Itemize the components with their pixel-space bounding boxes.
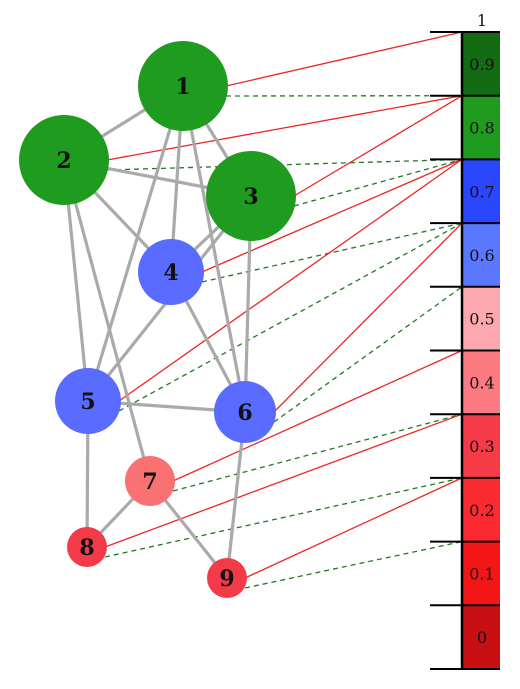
node-label-9: 9 bbox=[219, 566, 234, 592]
scale-tick-label: 0.6 bbox=[469, 246, 494, 265]
link-solid-node-2 bbox=[106, 95, 463, 161]
color-scale-bar: 0 0.1 0.2 0.3 0.4 0.5 0.6 0.7 0.8 0.9 1 bbox=[430, 11, 500, 670]
node-1 bbox=[138, 41, 228, 131]
link-solid-node-3 bbox=[293, 95, 463, 197]
scale-segment-0.7 bbox=[462, 159, 500, 224]
scale-tick-label: 1 bbox=[477, 11, 487, 30]
node-6 bbox=[214, 381, 276, 443]
link-dashed-node-8 bbox=[104, 477, 463, 558]
scale-tick-label: 0.5 bbox=[469, 310, 494, 329]
link-solid-node-7 bbox=[172, 349, 463, 482]
scale-segment-0.9 bbox=[462, 32, 500, 96]
node-label-8: 8 bbox=[79, 535, 94, 561]
scale-tick-label: 0.9 bbox=[469, 55, 494, 74]
scale-tick-label: 0.3 bbox=[469, 437, 494, 456]
link-dashed-node-3 bbox=[293, 158, 463, 207]
node-9 bbox=[207, 558, 247, 598]
link-solid-node-6 bbox=[273, 222, 463, 413]
node-label-4: 4 bbox=[163, 260, 178, 286]
scale-segment-0 bbox=[462, 605, 500, 669]
link-solid-node-8 bbox=[104, 413, 463, 548]
node-3 bbox=[206, 151, 296, 241]
scale-tick-label: 0.2 bbox=[469, 501, 494, 520]
link-dashed-node-6 bbox=[273, 286, 463, 423]
scale-tick-label: 0.8 bbox=[469, 119, 494, 138]
link-dashed-node-5 bbox=[118, 222, 463, 412]
scale-tick-label: 0.1 bbox=[469, 564, 494, 583]
edge-1-6 bbox=[181, 85, 247, 413]
node-label-2: 2 bbox=[56, 148, 71, 174]
scale-segment-0.4 bbox=[462, 350, 500, 415]
node-4 bbox=[138, 239, 204, 305]
node-label-1: 1 bbox=[175, 74, 190, 100]
link-dashed-node-9 bbox=[244, 540, 463, 589]
link-solid-node-5 bbox=[118, 158, 463, 402]
scale-tick-label: 0.7 bbox=[469, 182, 494, 201]
link-solid-node-1 bbox=[225, 31, 463, 87]
scale-tick-label: 0.4 bbox=[469, 373, 494, 392]
link-solid-node-9 bbox=[244, 477, 463, 579]
scale-segment-0.2 bbox=[462, 477, 500, 542]
scale-tick-label: 0 bbox=[477, 628, 487, 647]
scale-segment-0.6 bbox=[462, 223, 500, 287]
link-dashed-node-7 bbox=[172, 413, 463, 492]
node-2 bbox=[19, 115, 109, 205]
node-label-7: 7 bbox=[142, 469, 157, 495]
link-solid-node-4 bbox=[201, 158, 463, 273]
edge-1-5 bbox=[86, 85, 185, 402]
node-7 bbox=[125, 456, 175, 506]
graph-nodes: 1 2 3 4 5 6 7 8 9 bbox=[19, 41, 296, 598]
scale-segment-0.8 bbox=[462, 95, 500, 160]
scale-segment-0.3 bbox=[462, 414, 500, 478]
edge-2-7 bbox=[62, 159, 152, 482]
node-5 bbox=[55, 368, 121, 434]
node-label-5: 5 bbox=[80, 389, 95, 415]
node-to-scale-links bbox=[104, 31, 463, 589]
scale-segment-0.1 bbox=[462, 541, 500, 606]
scale-segment-0.5 bbox=[462, 286, 500, 351]
node-label-6: 6 bbox=[237, 400, 252, 426]
node-8 bbox=[67, 527, 107, 567]
node-label-3: 3 bbox=[243, 184, 258, 210]
